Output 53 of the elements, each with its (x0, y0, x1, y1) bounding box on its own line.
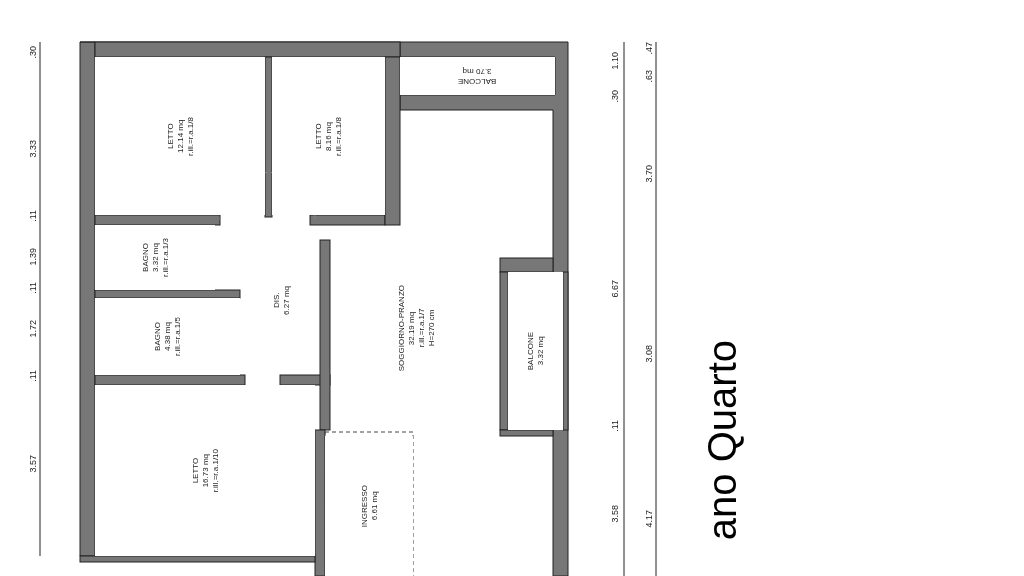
room-area: 6.27 mq (281, 286, 291, 315)
room-area: 12.14 mq (175, 119, 185, 153)
room-floor (95, 57, 265, 215)
room-name: LETTO (314, 123, 323, 149)
dimension-label: .11 (28, 370, 38, 382)
room-floor (400, 57, 555, 95)
dimension-label: .47 (644, 42, 654, 55)
dimension-label: 3.70 (644, 165, 654, 183)
dimension-label: .30 (28, 46, 38, 59)
room-floor (95, 385, 315, 556)
dimension-label: .11 (28, 210, 38, 222)
dimension-label: 1.10 (610, 52, 620, 70)
room-area: 32.19 mq (406, 311, 416, 345)
dimension-label: 6.67 (610, 280, 620, 298)
room-area: 3.32 mq (150, 243, 160, 272)
room-name: BALCONE (458, 76, 497, 86)
ratio-note: r.ill.=r.a.1/3 (160, 238, 170, 277)
room-area: 6.61 mq (369, 491, 379, 521)
room-name: SOGGIORNO-PRANZO (396, 284, 406, 372)
room-name: LETTO (190, 457, 200, 484)
ratio-note: r.ill.=r.a.1/8 (334, 116, 343, 156)
dimension-label: 4.17 (644, 510, 654, 528)
dimension-label: 3.57 (28, 455, 38, 473)
room-name: DIS. (271, 292, 281, 309)
room-name: LETTO (165, 123, 175, 149)
dimension-label: .11 (28, 282, 38, 294)
room-floor (95, 298, 240, 375)
ratio-note: r.ill.=r.a.1/7 (416, 308, 426, 348)
dimension-label: 1.72 (28, 320, 38, 338)
ratio-note: r.ill.=r.a.1/5 (173, 317, 182, 356)
room-name: BAGNO (140, 243, 150, 272)
dimension-label: 3.58 (610, 505, 620, 523)
dimension-label: .11 (610, 420, 620, 432)
room-name: BAGNO (153, 322, 162, 351)
ratio-note: r.ill.=r.a.1/10 (210, 448, 220, 493)
room-name: INGRESSO (359, 484, 369, 528)
height-note: H=270 cm (426, 309, 436, 347)
room-floor (272, 57, 385, 215)
dimension-label: 1.39 (28, 248, 38, 266)
room-area: 3.32 mq (536, 336, 545, 366)
ratio-note: r.ill.=r.a.1/8 (185, 116, 195, 156)
room-area: 4.38 mq (163, 322, 172, 351)
room-floor (508, 272, 563, 430)
dimension-label: .63 (644, 70, 654, 83)
dimension-label: 3.33 (28, 140, 38, 158)
room-floor (95, 225, 215, 290)
dimension-label: .30 (610, 90, 620, 103)
floor-title: ano Quarto (700, 340, 745, 541)
room-name: BALCONE (526, 331, 535, 371)
room-area: 8.16 mq (324, 121, 333, 151)
dimension-label: 3.08 (644, 345, 654, 363)
room-area: 16.73 mq (200, 453, 210, 488)
room-area: 3.70 mq (463, 66, 492, 76)
